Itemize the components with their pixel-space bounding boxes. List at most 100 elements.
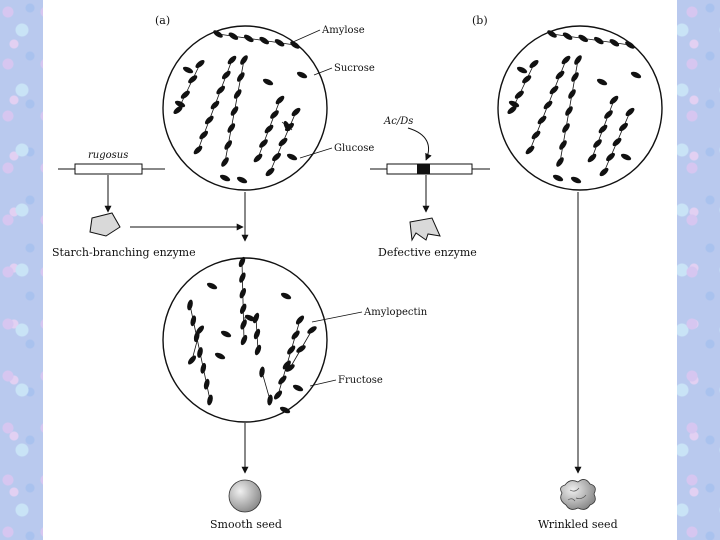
sugar-unit bbox=[571, 72, 579, 82]
sugar-unit bbox=[213, 30, 223, 38]
sugar-unit bbox=[619, 122, 628, 132]
smooth-seed-icon bbox=[228, 479, 262, 513]
sugar-unit bbox=[195, 325, 205, 335]
sugar-unit bbox=[570, 176, 582, 184]
sugar-unit bbox=[290, 41, 300, 49]
sugar-unit bbox=[578, 34, 589, 43]
sucrose-unit bbox=[516, 66, 528, 74]
sugar-unit bbox=[224, 140, 233, 150]
sugar-unit bbox=[606, 152, 615, 162]
wrinkle-lines bbox=[567, 487, 587, 502]
sugar-unit bbox=[187, 355, 197, 365]
sugar-unit bbox=[265, 167, 275, 177]
sugar-unit bbox=[199, 130, 209, 140]
sugar-unit bbox=[239, 303, 247, 314]
sugar-unit bbox=[525, 145, 535, 155]
amylose-chain bbox=[547, 30, 635, 49]
sugar-unit bbox=[254, 344, 262, 356]
sugar-unit bbox=[565, 106, 573, 116]
panel-label-b: (b) bbox=[472, 14, 488, 27]
sugar-unit bbox=[214, 352, 226, 360]
sugar-unit bbox=[193, 145, 203, 155]
sugar-unit bbox=[547, 30, 557, 38]
wrinkled-seed-label: Wrinkled seed bbox=[538, 518, 618, 531]
sugar-unit bbox=[599, 167, 609, 177]
sugar-unit bbox=[236, 72, 245, 82]
sugar-unit bbox=[238, 256, 246, 268]
sugar-unit bbox=[537, 115, 547, 125]
sugar-unit bbox=[561, 55, 571, 65]
sugar-unit bbox=[291, 330, 300, 340]
fructose-unit bbox=[292, 384, 304, 392]
sugar-unit bbox=[216, 85, 226, 95]
fructose-label: Fructose bbox=[338, 375, 383, 386]
glucose-unit bbox=[596, 78, 608, 86]
sugar-unit bbox=[279, 406, 291, 414]
amylopectin-branch bbox=[187, 325, 205, 365]
sugar-unit bbox=[210, 100, 220, 110]
amylose-chain bbox=[587, 95, 619, 163]
sugar-unit bbox=[508, 100, 520, 108]
amylopectin-chain bbox=[187, 299, 213, 406]
sugar-unit bbox=[574, 55, 582, 65]
amylose-chain bbox=[253, 95, 285, 163]
sucrose-unit bbox=[182, 66, 194, 74]
sucrose-unit bbox=[296, 71, 308, 79]
sugar-unit bbox=[274, 39, 285, 47]
amylopectin-label: Amylopectin bbox=[363, 307, 428, 318]
sugar-unit bbox=[188, 75, 198, 84]
normal-starch-grain-circle bbox=[162, 25, 328, 191]
sugar-unit bbox=[559, 140, 567, 150]
glucose-unit bbox=[570, 176, 582, 184]
sugar-unit bbox=[296, 345, 306, 353]
sugar-unit bbox=[556, 157, 564, 167]
sugar-unit bbox=[285, 364, 295, 372]
sugar-unit bbox=[221, 157, 229, 167]
sugar-unit bbox=[609, 39, 620, 47]
sugar-unit bbox=[516, 66, 528, 74]
amylose-chain bbox=[507, 59, 539, 115]
sugar-unit bbox=[514, 90, 524, 99]
amylose-chain bbox=[265, 107, 301, 177]
sugar-unit bbox=[243, 34, 254, 43]
sugar-unit bbox=[220, 330, 232, 338]
sugar-unit bbox=[200, 362, 207, 374]
amylose-chain bbox=[556, 55, 582, 167]
amylopectin-branch bbox=[259, 366, 273, 406]
sugar-unit bbox=[228, 32, 239, 40]
sucrose-leader bbox=[313, 67, 333, 76]
sugar-unit bbox=[195, 59, 205, 69]
rugosus-gene bbox=[58, 163, 165, 175]
sugar-unit bbox=[236, 176, 248, 184]
sugar-unit bbox=[203, 378, 210, 390]
sugar-unit bbox=[292, 384, 304, 392]
sugar-unit bbox=[278, 375, 287, 385]
amylopectin-branch bbox=[285, 326, 317, 372]
amylose-label: Amylose bbox=[321, 25, 365, 36]
sugar-unit bbox=[230, 106, 239, 116]
sugar-unit bbox=[278, 137, 288, 147]
sugar-unit bbox=[507, 105, 517, 115]
sugar-unit bbox=[625, 41, 635, 49]
sugar-unit bbox=[219, 174, 231, 182]
sugar-unit bbox=[240, 334, 248, 346]
sugar-unit bbox=[625, 107, 635, 117]
glucose-label: Glucose bbox=[334, 143, 374, 154]
sugar-unit bbox=[282, 360, 291, 370]
sugar-unit bbox=[280, 292, 292, 300]
sugar-unit bbox=[180, 90, 190, 99]
ac-ds-label: Ac/Ds bbox=[383, 116, 413, 127]
glucose-unit bbox=[552, 174, 564, 182]
sugar-unit bbox=[275, 95, 285, 105]
wrinkled-seed-icon bbox=[560, 479, 596, 510]
mutant-starch-grain-circle bbox=[497, 25, 663, 191]
sugar-unit bbox=[543, 100, 553, 110]
sugar-unit bbox=[612, 137, 622, 147]
sugar-unit bbox=[531, 130, 541, 140]
sugar-unit bbox=[270, 110, 279, 119]
sugar-unit bbox=[267, 394, 273, 406]
sugar-unit bbox=[596, 78, 608, 86]
sugar-unit bbox=[173, 105, 183, 115]
amylose-chain bbox=[193, 55, 237, 155]
sucrose-unit bbox=[630, 71, 642, 79]
